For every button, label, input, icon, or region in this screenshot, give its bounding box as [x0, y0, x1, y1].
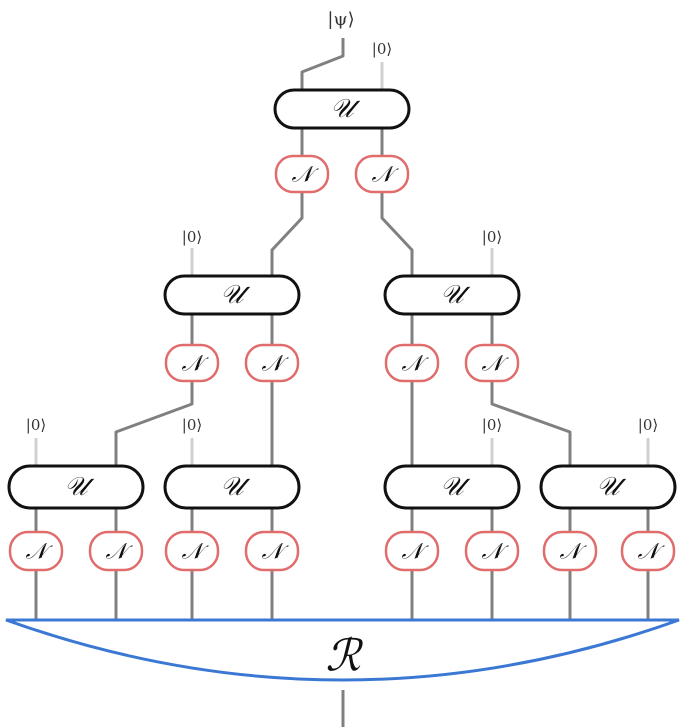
- ancilla-ket: |0⟩: [182, 228, 202, 246]
- noise-gate: 𝒩: [164, 343, 220, 383]
- noise-gate: 𝒩: [8, 530, 64, 572]
- noise-gate: 𝒩: [384, 530, 440, 572]
- ancilla-ket: |0⟩: [372, 40, 392, 58]
- ancilla-wires: [34, 62, 650, 466]
- wire-top-left-down: [270, 190, 304, 278]
- ancilla-ket: |0⟩: [182, 416, 202, 434]
- encoder-gate-l3-1: 𝒰: [7, 464, 145, 510]
- ancilla-ket: |0⟩: [482, 416, 502, 434]
- ancilla-ket: |0⟩: [26, 416, 46, 434]
- recovery-channel: ℛ: [5, 618, 680, 682]
- noise-gate: 𝒩: [542, 530, 598, 572]
- recovery-label: ℛ: [325, 631, 363, 682]
- noise-gate: 𝒩: [354, 154, 410, 194]
- noise-gate: 𝒩: [244, 343, 300, 383]
- noise-gate: 𝒩: [244, 530, 300, 572]
- noise-gate: 𝒩: [88, 530, 144, 572]
- input-ket: |ψ⟩: [327, 9, 354, 30]
- noise-gate: 𝒩: [274, 154, 330, 194]
- encoder-gate-top: 𝒰: [273, 88, 411, 130]
- encoder-gate-l3-4: 𝒰: [539, 464, 677, 510]
- encoder-gate-l2-right: 𝒰: [383, 274, 521, 316]
- noise-gate: 𝒩: [620, 530, 676, 572]
- noise-gates: 𝒩 𝒩 𝒩 𝒩 𝒩 𝒩 𝒩 𝒩: [8, 154, 676, 572]
- kets: |ψ⟩ |0⟩ |0⟩ |0⟩ |0⟩ |0⟩ |0⟩ |0⟩: [26, 9, 658, 434]
- wires: [34, 38, 650, 727]
- recovery-arc: [5, 618, 680, 682]
- encoder-gate-l2-left: 𝒰: [163, 274, 301, 316]
- noise-gate: 𝒩: [384, 343, 440, 383]
- encoder-gates: 𝒰 𝒰 𝒰 𝒰 𝒰 𝒰 𝒰: [7, 88, 677, 510]
- wire-top-right-down: [380, 190, 414, 278]
- encoder-gate-l3-2: 𝒰: [163, 464, 301, 510]
- noise-gate: 𝒩: [164, 530, 220, 572]
- wire-l2n4-down: [490, 380, 572, 466]
- noise-gate: 𝒩: [464, 343, 520, 383]
- wire-l2n1-down: [114, 380, 194, 466]
- ancilla-ket: |0⟩: [482, 228, 502, 246]
- ancilla-ket: |0⟩: [638, 416, 658, 434]
- noise-gate: 𝒩: [464, 530, 520, 572]
- encoder-gate-l3-3: 𝒰: [383, 464, 521, 510]
- input-wire: [300, 38, 345, 92]
